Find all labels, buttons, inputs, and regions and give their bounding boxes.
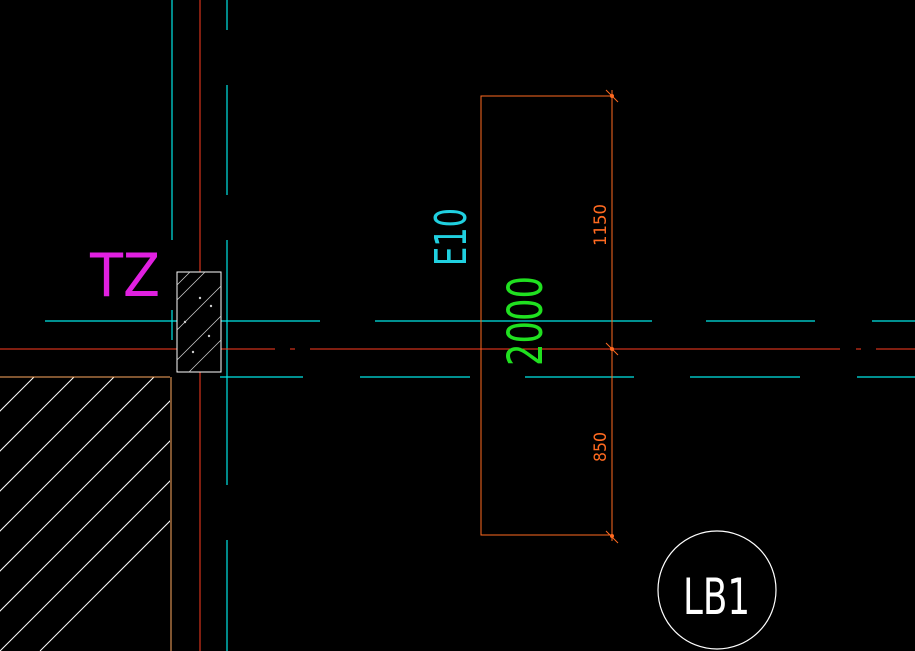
slab-tag-label: LB1 bbox=[683, 568, 750, 626]
hatched-wall-region bbox=[0, 377, 170, 651]
slab-tag-circle bbox=[657, 530, 777, 650]
slab-tag-lb1[interactable]: LB1 bbox=[657, 530, 777, 650]
tz-label: TZ bbox=[89, 241, 160, 311]
dimension-line bbox=[605, 89, 619, 544]
e10-label: E10 bbox=[426, 208, 477, 266]
vertical-wall-lines bbox=[171, 0, 228, 651]
dimension-ticks bbox=[610, 94, 614, 538]
dim-lower-label: 850 bbox=[591, 432, 611, 462]
length-label: 2000 bbox=[498, 276, 554, 366]
tz-column[interactable] bbox=[176, 271, 222, 373]
dim-upper-label: 1150 bbox=[591, 204, 611, 246]
